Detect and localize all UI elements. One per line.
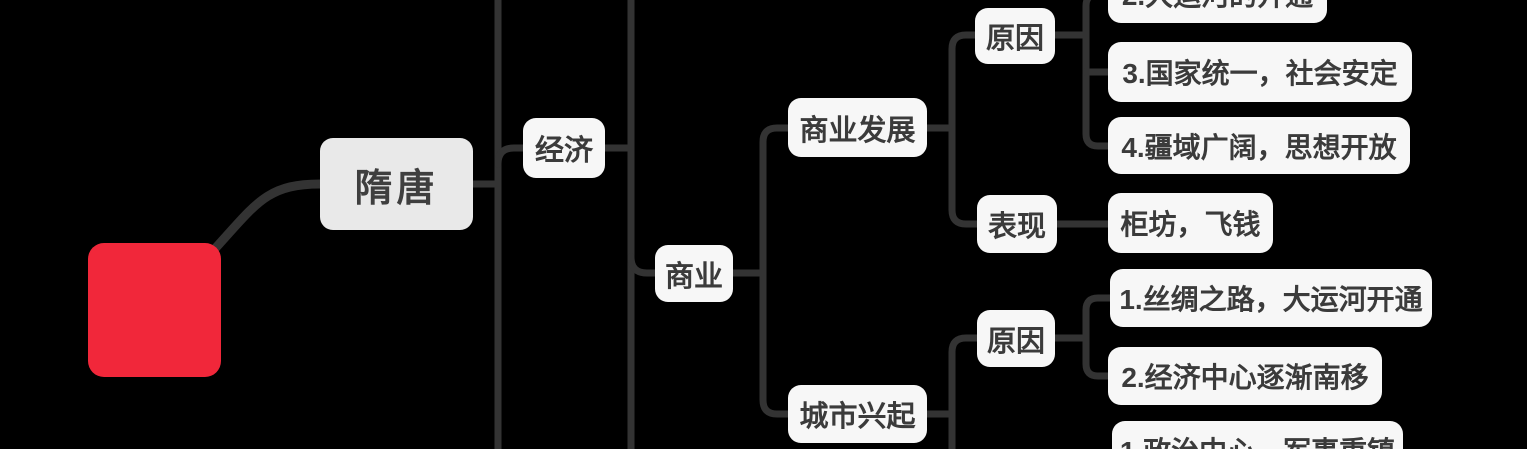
node-economic-center[interactable]: 2.经济中心逐渐南移 [1108, 347, 1382, 405]
node-commerce-development[interactable]: 商业发展 [788, 98, 927, 157]
node-commerce[interactable]: 商业 [655, 245, 733, 302]
connector [627, 253, 659, 277]
connector-trunk [948, 31, 981, 228]
node-label: 1.政治中心，军事重镇 [1120, 430, 1395, 449]
node-vast-territory[interactable]: 4.疆域广阔，思想开放 [1108, 117, 1410, 174]
connector-trunk [1082, 294, 1114, 380]
node-label: 1.丝绸之路，大运河开通 [1119, 284, 1423, 315]
root-node[interactable] [88, 243, 221, 377]
connector-trunk [948, 334, 977, 449]
node-label: 2.大运河的开通 [1122, 0, 1313, 14]
node-guifang-feiqian[interactable]: 柜坊，飞钱 [1108, 193, 1273, 253]
node-label: 4.疆域广阔，思想开放 [1121, 131, 1397, 163]
node-label: 经济 [534, 135, 593, 167]
node-label: 城市兴起 [799, 401, 916, 433]
node-reason-1[interactable]: 原因 [975, 8, 1055, 64]
node-label: 隋唐 [354, 167, 439, 210]
node-economy[interactable]: 经济 [523, 118, 605, 178]
node-label: 商业发展 [799, 114, 916, 147]
node-political-center[interactable]: 1.政治中心，军事重镇 [1112, 421, 1403, 449]
connector [494, 144, 527, 168]
node-label: 原因 [986, 325, 1045, 358]
connector-trunk [759, 124, 792, 418]
node-label: 表现 [987, 211, 1046, 243]
node-manifestation[interactable]: 表现 [977, 195, 1057, 253]
node-label: 3.国家统一，社会安定 [1122, 58, 1398, 89]
node-national-unity[interactable]: 3.国家统一，社会安定 [1108, 42, 1412, 102]
connector-root-to-center [207, 179, 325, 257]
node-label: 原因 [985, 23, 1044, 55]
node-suitang[interactable]: 隋唐 [320, 138, 473, 230]
node-silk-road[interactable]: 1.丝绸之路，大运河开通 [1110, 269, 1432, 327]
node-city-rise[interactable]: 城市兴起 [788, 385, 927, 443]
node-reason-2[interactable]: 原因 [977, 310, 1055, 367]
node-label: 2.经济中心逐渐南移 [1121, 362, 1369, 393]
node-label: 商业 [664, 260, 723, 293]
node-label: 柜坊，飞钱 [1120, 209, 1261, 240]
node-canal-opening[interactable]: 2.大运河的开通 [1108, 0, 1327, 23]
